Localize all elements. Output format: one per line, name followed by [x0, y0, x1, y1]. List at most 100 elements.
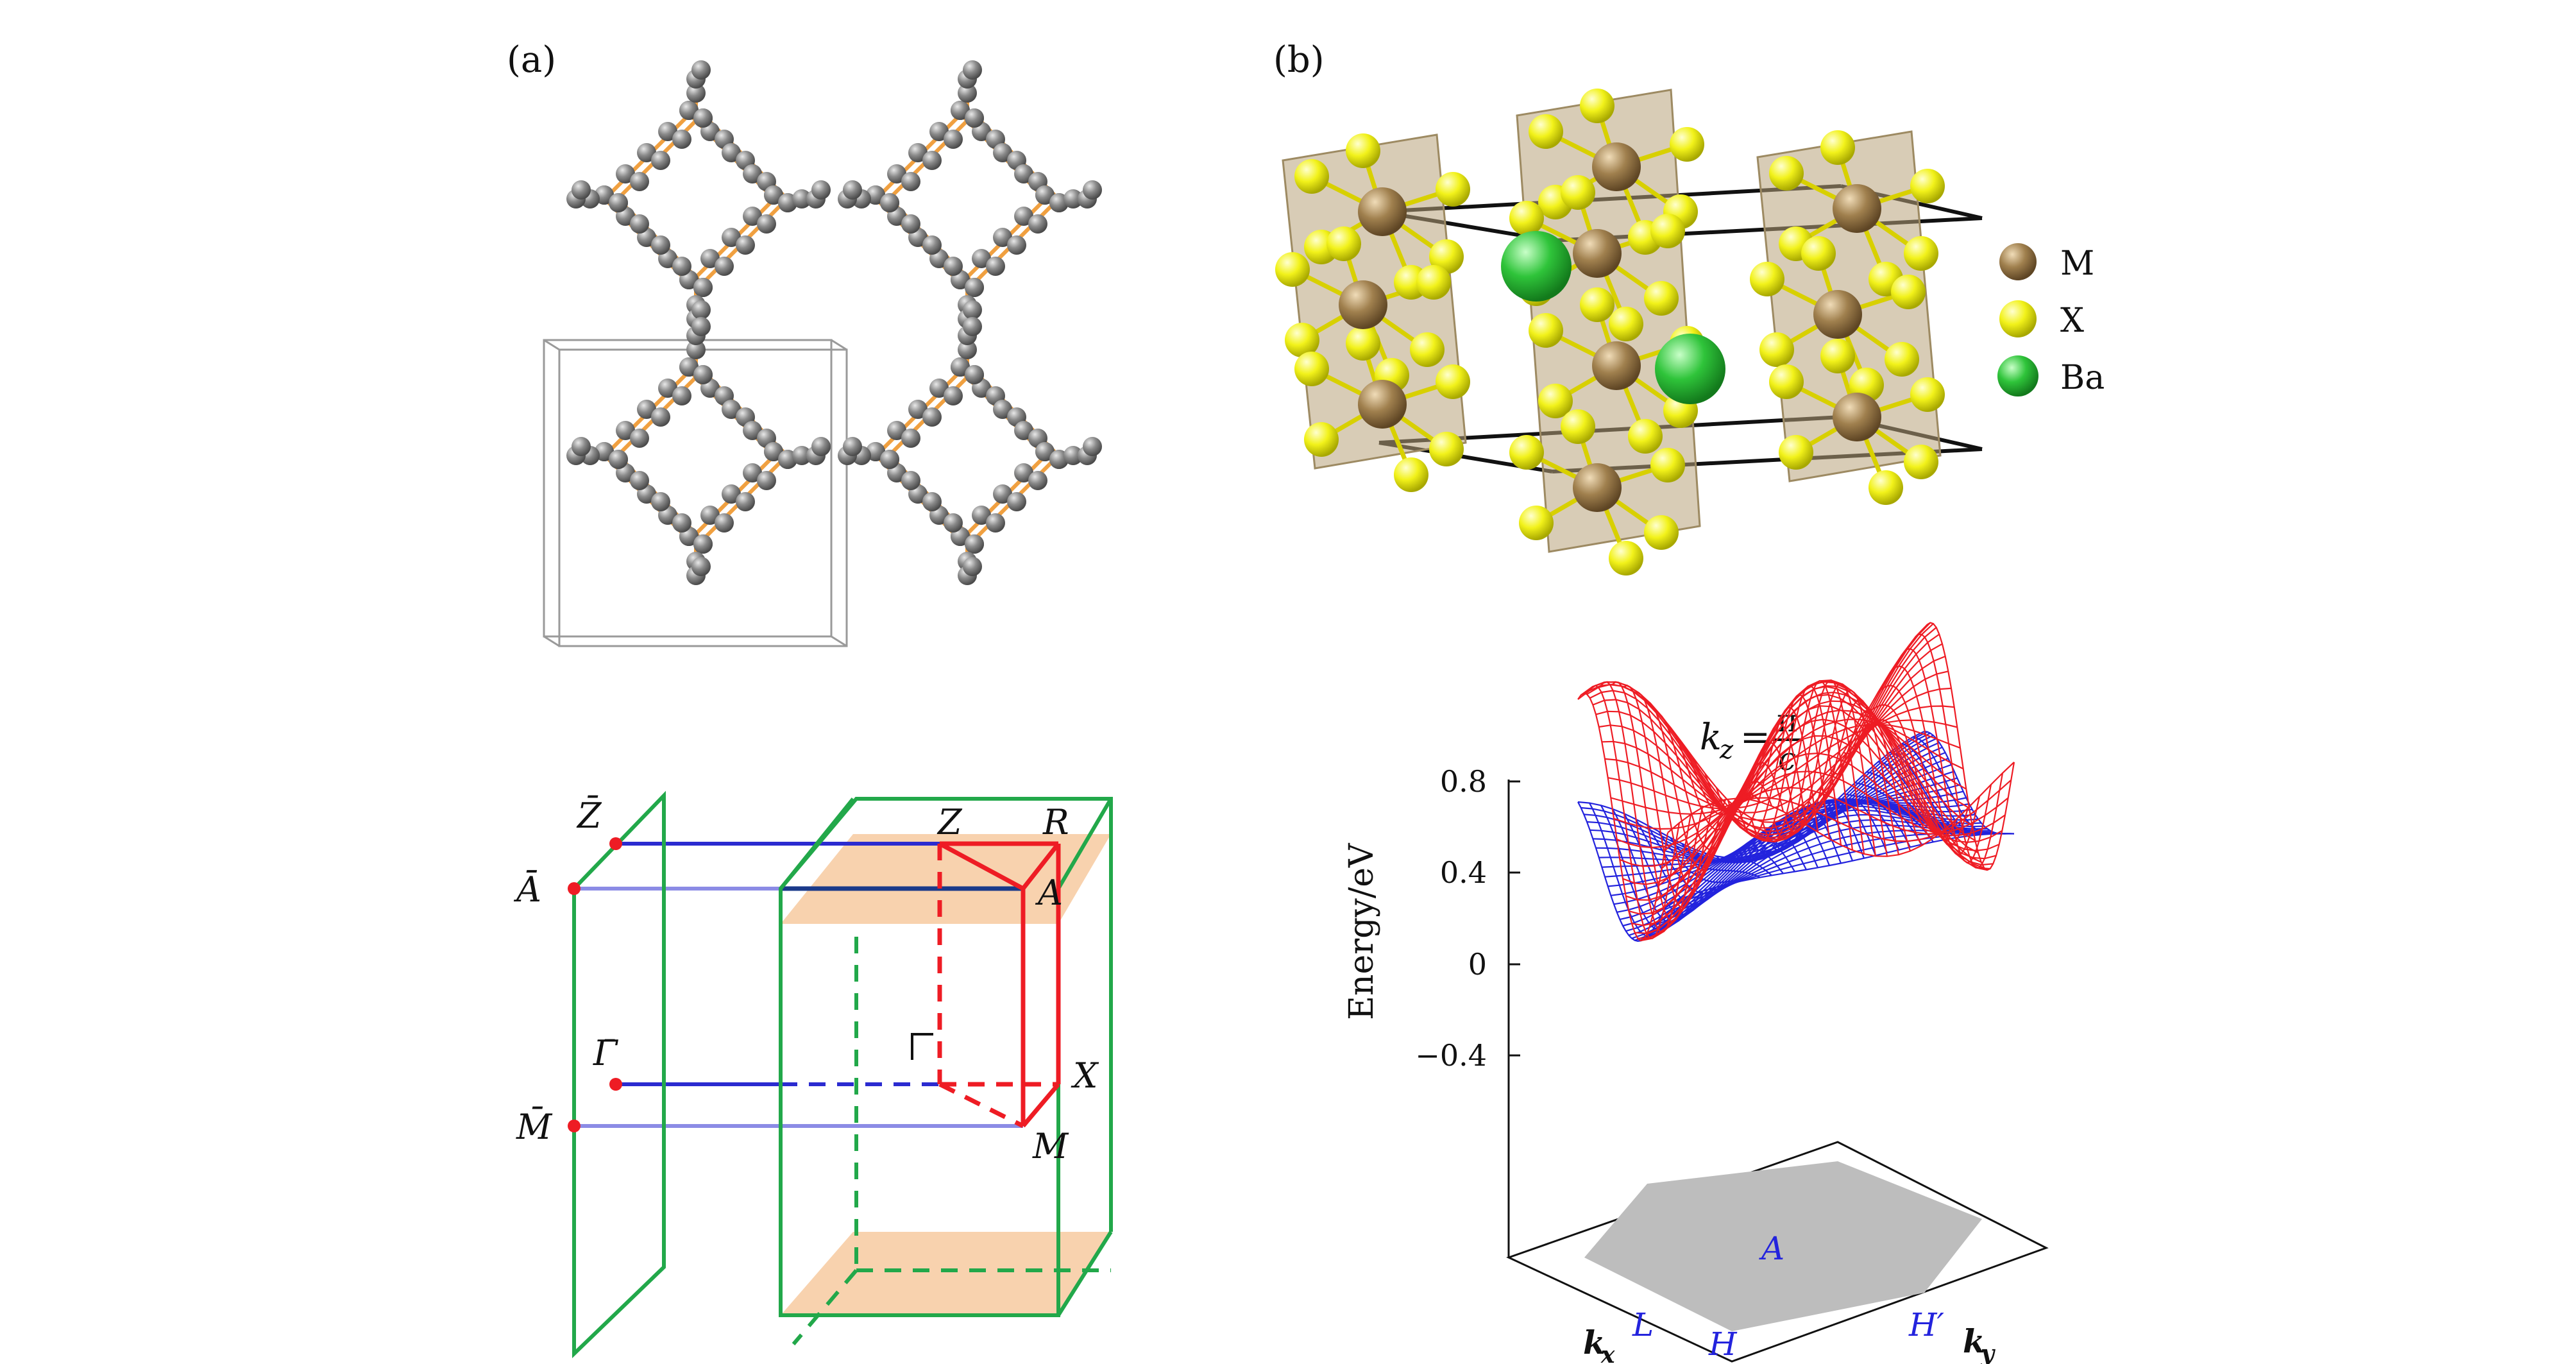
panel-b: (b) M X Ba	[1273, 39, 2105, 575]
x-atom	[1294, 352, 1329, 386]
carbon-atom	[944, 513, 963, 533]
carbon-atom	[965, 365, 984, 384]
carbon-atom	[1035, 185, 1055, 205]
carbon-atom	[972, 506, 991, 525]
legend-label-ba: Ba	[2060, 359, 2105, 397]
x-atom	[1275, 252, 1310, 287]
carbon-atom	[1028, 471, 1047, 490]
carbon-atom	[1007, 235, 1026, 255]
carbon-atom	[843, 437, 862, 456]
x-atom	[1326, 226, 1361, 261]
x-atom	[1529, 114, 1563, 149]
carbon-atom	[658, 379, 677, 398]
kx-sub: x	[1600, 1342, 1615, 1364]
carbon-atom	[637, 400, 656, 419]
carbon-atom	[929, 122, 949, 141]
surface-plane	[572, 790, 666, 1359]
x-atom	[1891, 275, 1926, 309]
x-atom	[1394, 457, 1428, 492]
x-atom	[1670, 127, 1704, 162]
carbon-atom	[986, 513, 1005, 533]
ba-atom	[1501, 231, 1572, 302]
carbon-atom	[1083, 437, 1102, 456]
carbon-atom	[691, 317, 711, 336]
carbon-atom	[901, 172, 920, 191]
carbon-atom	[811, 180, 831, 200]
carbon-atom	[1014, 207, 1033, 226]
x-atom	[1769, 156, 1804, 191]
carbon-atom	[672, 257, 691, 276]
structure-atoms	[1275, 89, 1945, 575]
framework-atoms	[566, 60, 1102, 585]
carbon-atom	[651, 151, 670, 170]
x-atom	[1609, 541, 1643, 575]
ba-atom-icon	[1997, 355, 2038, 396]
carbon-atom	[715, 257, 734, 276]
carbon-atom	[887, 164, 906, 183]
carbon-atom	[965, 108, 984, 128]
carbon-atom	[672, 386, 691, 405]
ky-label: k	[1963, 1322, 1985, 1360]
x-atom	[1410, 332, 1445, 367]
m-atom	[1358, 187, 1407, 236]
carbon-atom	[764, 442, 783, 461]
carbon-atom	[693, 365, 713, 384]
carbon-atom	[929, 379, 949, 398]
x-atom	[1759, 332, 1794, 367]
x-atom	[1644, 281, 1679, 316]
label-l-point: L	[1632, 1306, 1654, 1343]
carbon-atom	[630, 429, 649, 448]
m-atom	[1833, 184, 1881, 233]
carbon-atom	[679, 101, 699, 120]
carbon-atom	[616, 164, 635, 183]
x-atom	[1904, 445, 1938, 479]
panel-b-label: (b)	[1273, 39, 1325, 81]
carbon-atom	[922, 492, 942, 511]
m-atom	[1592, 142, 1641, 191]
carbon-atom	[901, 471, 920, 490]
carbon-atom	[637, 143, 656, 162]
carbon-atom	[880, 193, 899, 212]
ytick-neg-0-4: −0.4	[1415, 1038, 1487, 1073]
x-atom	[1885, 342, 1919, 377]
label-a: A	[1035, 873, 1063, 913]
carbon-atom	[1063, 446, 1083, 465]
carbon-atom	[691, 60, 711, 80]
carbon-atom	[722, 484, 741, 504]
x-atom	[1609, 307, 1643, 341]
legend: M X Ba	[1997, 243, 2105, 397]
x-atom	[1509, 435, 1544, 470]
x-atom	[1519, 506, 1554, 540]
label-h-prime-point: H′	[1908, 1306, 1945, 1343]
carbon-atom	[944, 386, 963, 405]
x-atom	[1580, 89, 1614, 123]
carbon-atom	[792, 446, 811, 465]
m-atom-icon	[1999, 243, 2037, 280]
label-m-bar: M̄	[516, 1106, 553, 1147]
ytick-0: 0	[1468, 947, 1487, 982]
x-atom	[1820, 130, 1855, 165]
carbon-atom	[1014, 164, 1033, 183]
panel-a-label: (a)	[507, 39, 556, 81]
carbon-atom	[651, 235, 670, 255]
title-k: k	[1700, 717, 1722, 758]
carbon-atom	[630, 214, 649, 234]
carbon-atom	[963, 317, 982, 336]
x-atom	[1346, 326, 1380, 361]
x-atom	[1868, 470, 1903, 505]
carbon-atom	[1007, 492, 1026, 511]
carbon-atom	[901, 429, 920, 448]
carbon-atom	[672, 130, 691, 149]
legend-label-m: M	[2060, 244, 2094, 283]
carbon-atom	[630, 471, 649, 490]
panel-c: Z R A X M Z̄ Ā Γ̄ M̄	[513, 790, 1113, 1359]
carbon-atom	[993, 400, 1012, 419]
carbon-atom	[908, 400, 928, 419]
m-atom	[1573, 229, 1622, 278]
carbon-atom	[693, 108, 713, 128]
m-atom	[1813, 290, 1862, 339]
m-atom	[1833, 393, 1881, 441]
carbon-atom	[811, 437, 831, 456]
x-atom-icon	[1999, 300, 2037, 337]
